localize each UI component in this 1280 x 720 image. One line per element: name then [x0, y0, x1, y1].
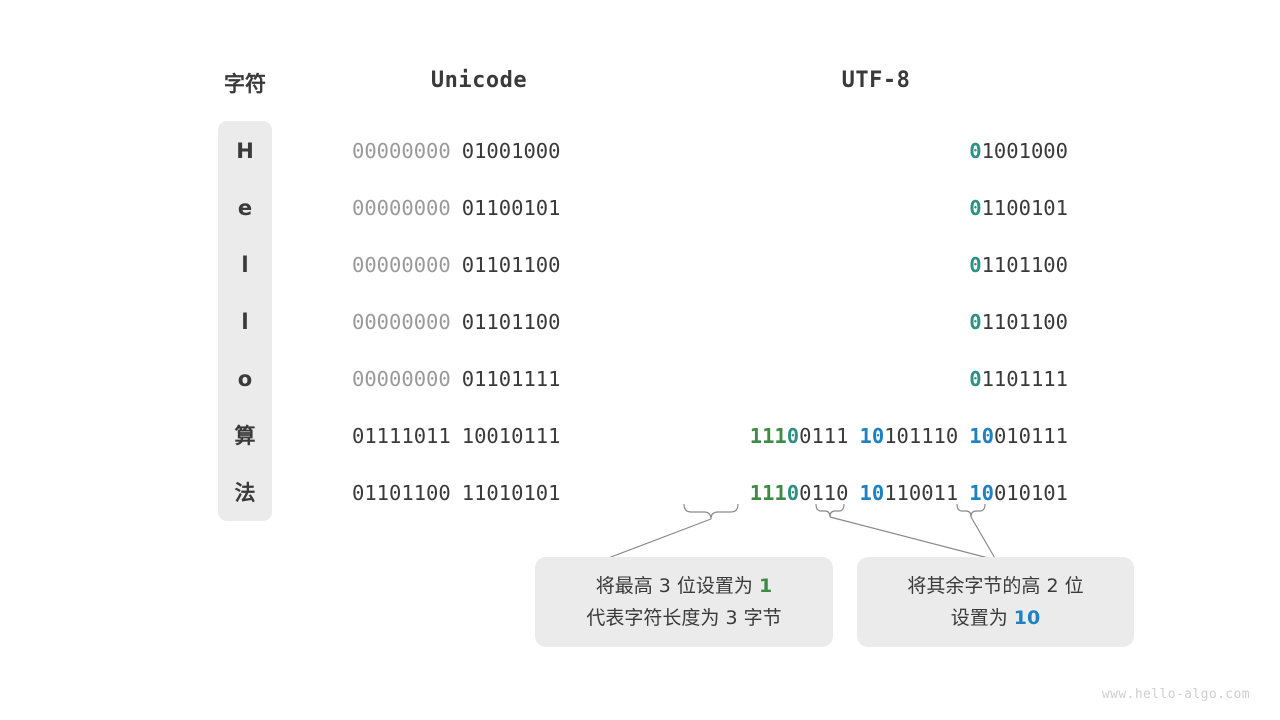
unicode-cell: 00000000 01001000 — [352, 138, 606, 164]
utf8-prefix: 111 — [749, 481, 787, 505]
column-header-character: 字符 — [224, 72, 266, 96]
unicode-high-byte: 00000000 — [352, 196, 451, 220]
unicode-cell: 00000000 01101100 — [352, 309, 606, 335]
unicode-high-byte: 00000000 — [352, 310, 451, 334]
watermark: www.hello-algo.com — [1101, 687, 1250, 702]
utf8-prefix: 0 — [969, 310, 982, 334]
callout-continuation-bytes: 将其余字节的高 2 位 设置为 10 — [857, 557, 1134, 647]
unicode-high-byte: 01111011 — [352, 424, 451, 448]
callout-left-line1-text: 将最高 3 位设置为 — [595, 575, 759, 597]
unicode-cell: 00000000 01101111 — [352, 366, 606, 392]
utf8-cell: 01101100 — [648, 309, 1068, 335]
utf8-payload-bits: 1100101 — [981, 196, 1068, 220]
unicode-low-byte: 01101100 — [461, 310, 561, 334]
utf8-payload-bits: 010101 — [993, 481, 1068, 505]
unicode-cell: 01101100 11010101 — [352, 480, 606, 506]
utf8-payload-bits: 0110 — [799, 481, 849, 505]
utf8-prefix-secondary: 0 — [786, 424, 800, 448]
utf8-prefix: 0 — [969, 139, 982, 163]
utf8-prefix: 0 — [969, 196, 982, 220]
callout-right-line1: 将其余字节的高 2 位 — [907, 575, 1084, 597]
utf8-prefix: 0 — [969, 367, 982, 391]
unicode-low-byte: 10010111 — [461, 424, 561, 448]
unicode-high-byte: 00000000 — [352, 367, 451, 391]
character-cell: H — [236, 139, 254, 163]
unicode-low-byte: 01001000 — [461, 139, 561, 163]
utf8-cell: 01101100 — [648, 252, 1068, 278]
unicode-low-byte: 01100101 — [461, 196, 561, 220]
utf8-payload-bits: 010111 — [993, 424, 1068, 448]
utf8-payload-bits: 0111 — [799, 424, 849, 448]
callout-right-highlight: 10 — [1013, 607, 1041, 629]
utf8-prefix-secondary: 0 — [786, 481, 800, 505]
unicode-low-byte: 11010101 — [461, 481, 561, 505]
callout-right-line2-text: 设置为 — [950, 607, 1014, 629]
unicode-low-byte: 01101100 — [461, 253, 561, 277]
utf8-prefix: 0 — [969, 253, 982, 277]
leader-line-right-b — [970, 516, 997, 561]
unicode-low-byte: 01101111 — [461, 367, 561, 391]
character-cell: 算 — [234, 424, 256, 448]
utf8-payload-bits: 1101100 — [981, 253, 1068, 277]
unicode-high-byte: 00000000 — [352, 139, 451, 163]
utf8-payload-bits: 110011 — [884, 481, 959, 505]
character-cell: e — [237, 196, 253, 220]
utf8-prefix: 10 — [859, 424, 885, 448]
utf8-prefix: 111 — [749, 424, 787, 448]
unicode-cell: 00000000 01101100 — [352, 252, 606, 278]
leader-line-right-a — [829, 516, 997, 561]
unicode-cell: 00000000 01100101 — [352, 195, 606, 221]
character-cell: 法 — [234, 481, 256, 505]
utf8-payload-bits: 1001000 — [981, 139, 1068, 163]
column-header-utf8: UTF-8 — [841, 68, 911, 93]
character-cell: l — [241, 310, 249, 334]
utf8-cell: 01100101 — [648, 195, 1068, 221]
unicode-high-byte: 00000000 — [352, 253, 451, 277]
callout-left-line2: 代表字符长度为 3 字节 — [586, 607, 782, 629]
utf8-payload-bits: 1101100 — [981, 310, 1068, 334]
utf8-prefix: 10 — [969, 481, 994, 505]
utf8-prefix: 10 — [969, 424, 994, 448]
unicode-high-byte: 01101100 — [352, 481, 451, 505]
utf8-cell: 01101111 — [648, 366, 1068, 392]
callout-left-highlight: 1 — [758, 575, 773, 597]
utf8-cell: 01001000 — [648, 138, 1068, 164]
callout-first-byte: 将最高 3 位设置为 1 代表字符长度为 3 字节 — [535, 557, 833, 647]
character-cell: o — [237, 367, 253, 391]
callout-right-line2: 设置为 10 — [951, 602, 1041, 634]
character-cell: l — [241, 253, 249, 277]
utf8-prefix: 10 — [859, 481, 885, 505]
utf8-payload-bits: 101110 — [884, 424, 959, 448]
column-header-unicode: Unicode — [430, 68, 528, 93]
leader-line-left — [602, 518, 712, 561]
unicode-cell: 01111011 10010111 — [352, 423, 606, 449]
brace-first-byte — [683, 503, 739, 520]
callout-left-line1: 将最高 3 位设置为 1 — [596, 570, 772, 602]
utf8-payload-bits: 1101111 — [981, 367, 1068, 391]
